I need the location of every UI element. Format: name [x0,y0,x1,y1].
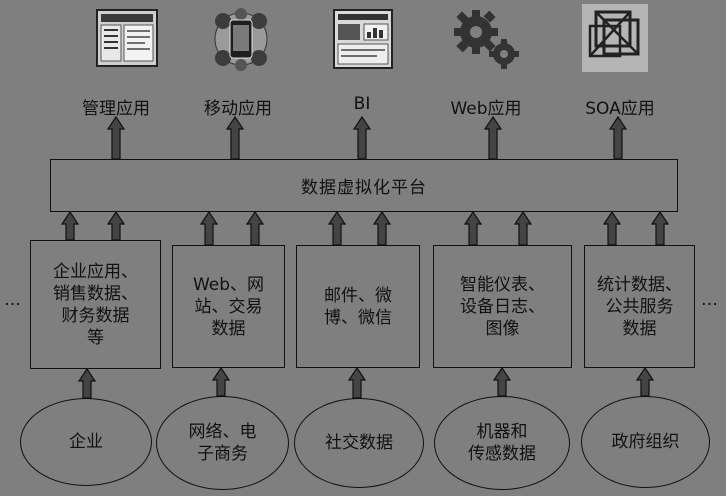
flow-arrow [225,115,245,160]
app-label-bi: BI [353,94,371,114]
source-network-ecommerce: 网络、电 子商务 [156,396,289,490]
source-enterprise: 企业 [20,398,152,486]
data-box-government: 统计数据、 公共服务 数据 [584,245,695,368]
data-box-machine: 智能仪表、 设备日志、 图像 [433,245,572,368]
flow-arrow [492,366,512,397]
data-box-enterprise: 企业应用、 销售数据、 财务数据 等 [30,240,161,369]
flow-arrow [77,367,97,399]
flow-arrow [483,115,503,160]
flow-arrow [602,210,622,246]
source-label: 网络、电 子商务 [188,422,257,464]
flow-arrow [106,210,126,241]
mobile-device-icon [214,8,268,71]
data-box-label: 智能仪表、 设备日志、 图像 [460,274,545,339]
ellipsis-right: … [701,290,718,310]
flow-arrow [513,210,533,246]
app-label-management: 管理应用 [82,99,150,119]
data-box-label: 统计数据、 公共服务 数据 [597,274,682,339]
source-government: 政府组织 [581,396,710,488]
flow-arrow [347,366,367,399]
gears-icon [454,10,519,69]
flow-arrow [352,115,372,160]
app-icon-soa [582,4,648,72]
flow-arrow [650,210,670,246]
data-box-label: 企业应用、 销售数据、 财务数据 等 [53,261,138,348]
flow-arrow [635,366,655,397]
flow-arrow [372,210,392,246]
data-box-label: Web、网 站、交易 数据 [192,274,265,339]
soa-cubes-icon [582,4,648,72]
flow-arrow [608,115,628,160]
flow-arrow [199,210,219,246]
flow-arrow [106,115,126,160]
virtualization-platform: 数据虚拟化平台 [50,159,678,212]
flow-arrow [211,366,231,397]
ellipsis-left: … [4,290,21,310]
data-box-label: 邮件、微 博、微信 [324,285,392,328]
source-social-data: 社交数据 [294,398,424,488]
data-box-social: 邮件、微 博、微信 [296,245,420,368]
source-label: 企业 [69,432,103,452]
management-software-icon [96,9,158,67]
app-icon-mobile [210,6,272,72]
platform-label: 数据虚拟化平台 [301,178,427,198]
bi-dashboard-icon [333,9,393,69]
source-label: 机器和 传感数据 [468,422,536,464]
source-label: 社交数据 [325,433,393,453]
flow-arrow [327,210,347,246]
source-label: 政府组织 [611,432,680,452]
flow-arrow [463,210,483,246]
app-icon-bi [332,8,394,72]
flow-arrow [60,210,80,241]
flow-arrow [245,210,265,246]
app-icon-web [450,4,524,74]
app-label-web: Web应用 [450,99,522,119]
app-icon-management [95,8,159,70]
source-machine-sensor: 机器和 传感数据 [434,396,570,490]
data-box-web: Web、网 站、交易 数据 [172,245,285,368]
app-label-mobile: 移动应用 [204,99,272,119]
app-label-soa: SOA应用 [585,99,655,119]
